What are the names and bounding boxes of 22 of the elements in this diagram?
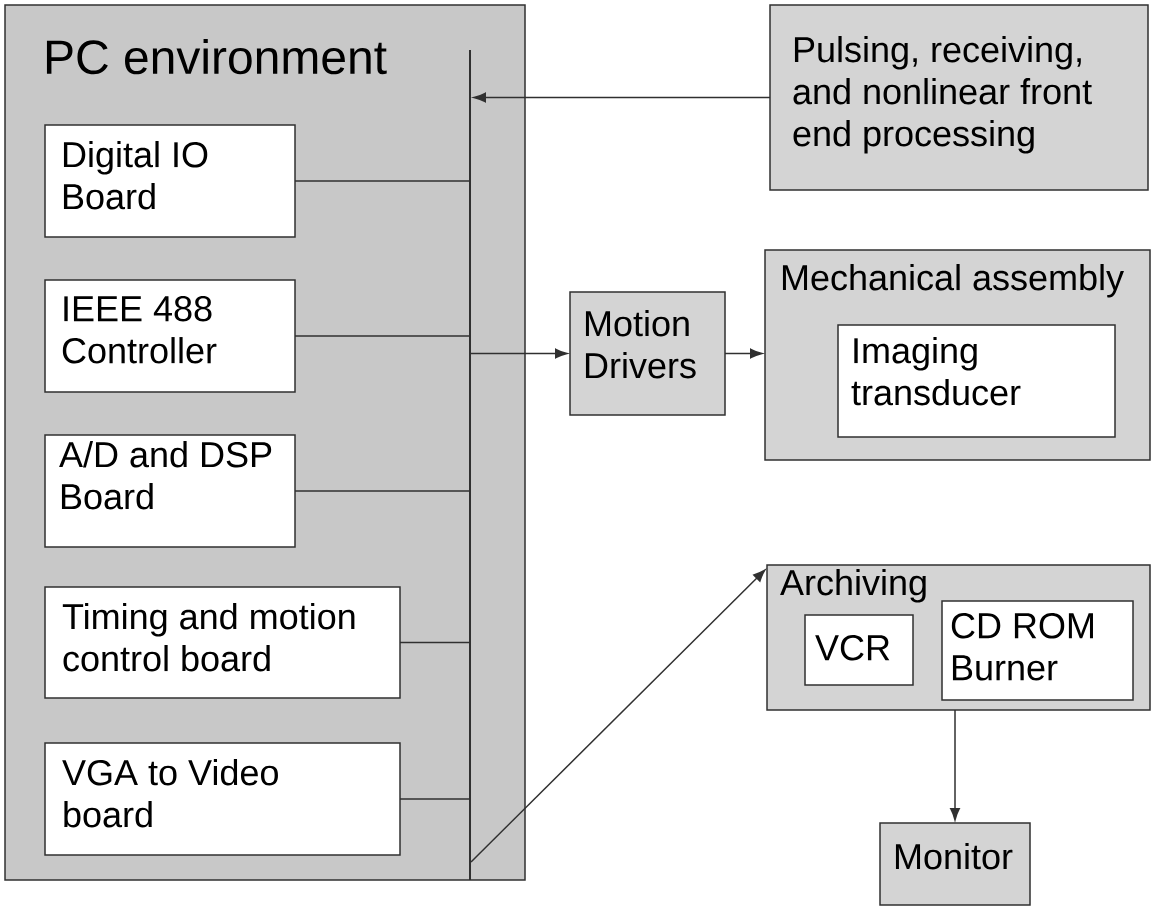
arrow <box>950 709 960 821</box>
board-box: Digital IO Board <box>44 124 296 238</box>
connector-line <box>294 180 470 182</box>
board-box: Timing and motion control board <box>44 586 401 699</box>
connector-line <box>294 490 470 492</box>
connector-line <box>294 335 470 337</box>
process-box: Pulsing, receiving, and nonlinear front end processing <box>769 4 1149 191</box>
board-box: IEEE 488 Controller <box>44 279 296 393</box>
process-box: Monitor <box>879 822 1031 906</box>
process-box: Motion Drivers <box>569 291 726 416</box>
bus-line <box>469 50 471 880</box>
connector-line <box>399 798 470 800</box>
arrow <box>724 348 763 359</box>
arrow <box>470 348 568 359</box>
process-box: VCR <box>804 614 914 686</box>
connector-line <box>399 641 470 644</box>
process-box: CD ROM Burner <box>941 600 1134 701</box>
board-box: VGA to Video board <box>44 742 401 856</box>
arrow <box>473 92 771 103</box>
board-box: A/D and DSP Board <box>44 434 296 548</box>
arrow <box>470 569 766 863</box>
process-box: Imaging transducer <box>837 324 1116 438</box>
